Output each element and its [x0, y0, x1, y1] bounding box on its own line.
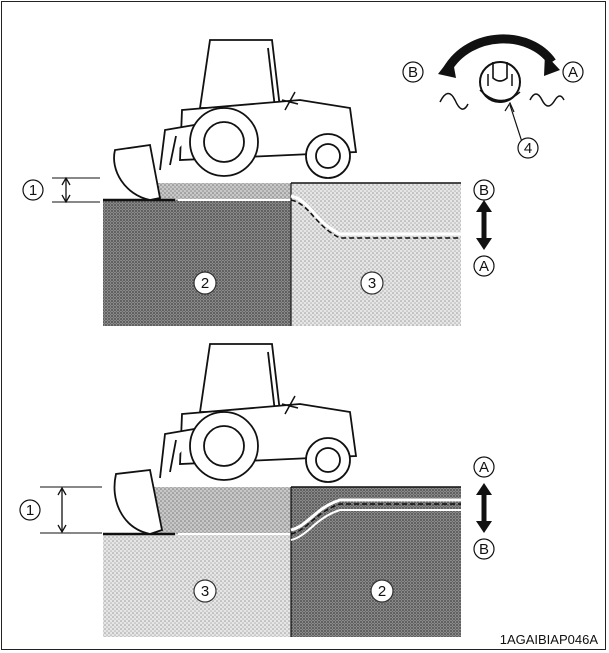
- top-right-zone: [291, 183, 461, 326]
- top-panel: 1 2 3 B: [22, 34, 584, 326]
- bottom-right-zone-callout: 2: [378, 583, 386, 600]
- bottom-depth-callout: 1: [26, 502, 34, 519]
- top-left-zone: [103, 200, 291, 326]
- top-arrow-top-label: B: [479, 182, 489, 199]
- knob-right-label: A: [568, 64, 578, 81]
- top-left-zone-callout: 2: [201, 275, 209, 292]
- bottom-left-zone-callout: 3: [201, 583, 209, 600]
- bottom-panel: 1 3 2 A B: [19, 343, 495, 637]
- knob-callout: 4: [524, 140, 532, 157]
- bottom-tilled-strip: [150, 487, 291, 534]
- top-arrow-bottom-label: A: [479, 258, 489, 275]
- bottom-arrow-top-label: A: [479, 459, 489, 476]
- knob-left-label: B: [408, 64, 418, 81]
- top-right-zone-callout: 3: [368, 275, 376, 292]
- top-tilled-strip: [150, 183, 291, 200]
- top-tractor: [113, 39, 358, 201]
- bottom-arrow-bottom-label: B: [479, 541, 489, 558]
- top-depth-callout: 1: [29, 182, 37, 199]
- figure-code: 1AGAIBIAP046A: [500, 632, 599, 647]
- bottom-tractor: [113, 343, 358, 535]
- depth-knob: [438, 34, 565, 143]
